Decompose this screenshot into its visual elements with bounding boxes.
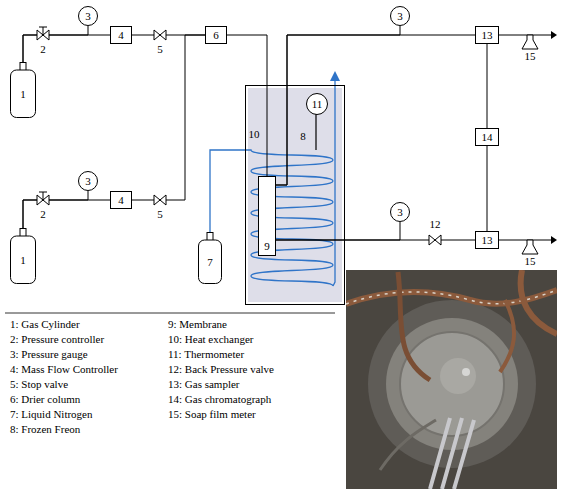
callout-number: 3 [85,176,91,187]
callout-number: 6 [213,30,219,41]
pressure-gauge: 3 [390,202,410,222]
legend-text: 6: Drier column [10,393,80,405]
gas-cylinder: 1 [10,228,36,284]
mass-flow-controller: 4 [110,191,132,209]
back-pressure-valve-symbol [429,235,441,245]
gas-line [227,35,267,176]
stop-valve-symbol [154,195,166,205]
callout-number: 14 [482,132,493,143]
gas-sampler: 13 [475,26,499,44]
callout-number: 13 [482,30,493,41]
legend-text: 11: Thermometer [168,348,244,360]
gas-line [276,26,400,185]
gas-sampler: 13 [475,231,499,249]
callout-number: 15 [525,256,536,267]
freon-bath: 8 9 11 [245,85,345,305]
legend-text: 9: Membrane [168,318,227,330]
legend-text: 12: Back Pressure valve [168,363,274,375]
legend-text: 10: Heat exchanger [168,333,254,345]
callout-number: 3 [397,207,403,218]
photo [346,270,557,489]
gas-line [276,222,400,240]
callout-number: 15 [525,51,536,62]
pressure-gauge: 3 [78,6,98,26]
gas-line [23,200,110,228]
gas-line [23,191,88,228]
callout-number: 1 [20,89,26,100]
gas-cylinder: 1 [10,62,36,118]
gas-chromatograph: 14 [475,128,499,146]
legend-text: 14: Gas chromatograph [168,393,271,405]
callout-number: 2 [40,208,46,220]
mass-flow-controller: 4 [110,26,132,44]
gas-line [499,240,520,241]
legend-text: 3: Pressure gauge [10,348,88,360]
pressure-controller-symbol [37,192,49,205]
legend-rule [5,313,335,314]
callout-number: 10 [249,128,260,140]
callout-number: 9 [264,241,270,252]
stop-valve-symbol [154,30,166,40]
legend-text: 4: Mass Flow Controller [10,363,118,375]
legend-text: 15: Soap film meter [168,408,256,420]
thermometer: 11 [306,93,328,115]
legend-text: 5: Stop valve [10,378,68,390]
legend-text: 2: Pressure controller [10,333,104,345]
liquid-nitrogen-dewar: 7 [198,232,222,284]
legend-text: 8: Frozen Freon [10,423,80,435]
legend-text: 7: Liquid Nitrogen [10,408,93,420]
pressure-controller-symbol [37,27,49,40]
gas-line [132,35,205,200]
callout-number: 13 [482,235,493,246]
callout-number: 11 [312,99,323,110]
pressure-gauge: 3 [78,171,98,191]
gas-line [23,26,88,62]
vent-line [540,35,552,36]
callout-number: 2 [40,43,46,55]
gas-line [276,35,475,185]
gas-line [487,146,488,231]
gas-line [23,35,110,62]
heat-exchanger-coil [245,80,335,286]
vent-arrow [551,236,557,244]
gas-line [499,35,520,36]
pressure-gauge: 3 [390,6,410,26]
gas-line [487,44,488,128]
soap-film-meter: 15 [520,235,540,267]
legend-text: 1: Gas Cylinder [10,318,80,330]
callout-number: 12 [430,218,441,230]
callout-number: 5 [157,208,163,220]
vent-arrow [551,31,557,39]
membrane-module: 9 [258,176,276,256]
callout-number: 7 [207,257,213,268]
callout-number: 5 [157,43,163,55]
vent-line [540,240,552,241]
drier-column: 6 [205,26,227,44]
callout-number: 3 [85,11,91,22]
callout-number: 4 [118,30,124,41]
callout-number: 8 [300,131,306,142]
coolant-line [210,150,245,232]
legend-text: 13: Gas sampler [168,378,239,390]
coolant-outlet-arrow [330,71,340,81]
callout-number: 3 [397,11,403,22]
callout-number: 4 [118,195,124,206]
thermometer-stem [315,114,316,150]
soap-film-meter: 15 [520,30,540,62]
callout-number: 1 [20,255,26,266]
